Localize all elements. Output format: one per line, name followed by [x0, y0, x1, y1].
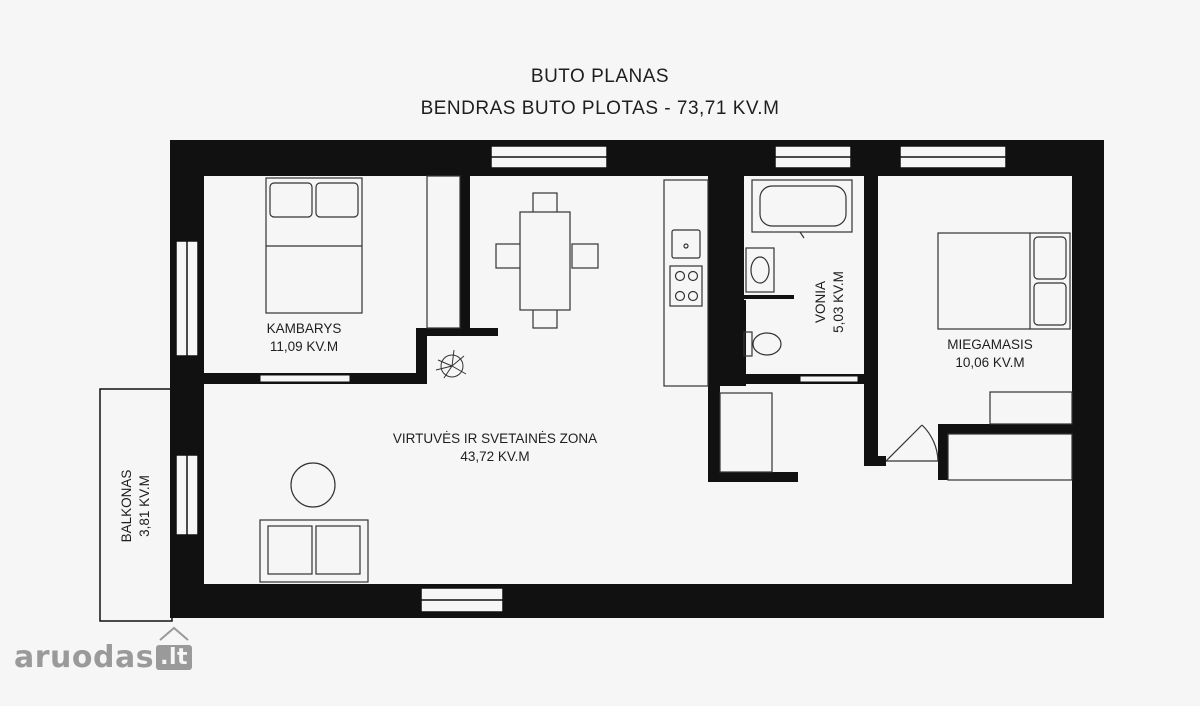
sink [745, 247, 775, 293]
door-swing [885, 424, 939, 462]
room-area-balkonas: 3,81 KV.M [137, 475, 152, 537]
dining-table [495, 192, 599, 329]
watermark-logo: aruodas.lt [14, 640, 193, 675]
bed-kambarys [265, 177, 363, 314]
room-name-virtuve: VIRTUVĖS IR SVETAINĖS ZONA [392, 431, 598, 446]
outer-walls [170, 140, 1104, 618]
room-name-kambarys: KAMBARYS [266, 321, 342, 336]
coffee-table [290, 462, 336, 508]
plan-subtitle: BENDRAS BUTO PLOTAS - 73,71 KV.M [420, 98, 780, 119]
room-area-kambarys: 11,09 KV.M [269, 339, 339, 354]
room-name-miegamasis: MIEGAMASIS [947, 337, 1033, 352]
room-label-vonia: VONIA 5,03 KV.M [812, 252, 848, 352]
room-area-vonia: 5,03 KV.M [831, 271, 846, 333]
house-icon [159, 626, 189, 641]
interior-openings [259, 374, 859, 383]
room-label-kambarys: KAMBARYS 11,09 KV.M [234, 320, 374, 356]
room-area-virtuve: 43,72 KV.M [460, 449, 530, 464]
room-area-miegamasis: 10,06 KV.M [955, 355, 1025, 370]
room-label-balkonas: BALKONAS 3,81 KV.M [118, 456, 154, 556]
kitchen-counter [663, 179, 709, 387]
windows [175, 145, 1007, 613]
toilet [743, 331, 782, 357]
room-label-miegamasis: MIEGAMASIS 10,06 KV.M [920, 336, 1060, 372]
room-name-vonia: VONIA [813, 281, 828, 324]
bathtub [751, 179, 853, 239]
sofa [259, 519, 369, 583]
bed-miegamasis [937, 232, 1071, 330]
plan-title: BUTO PLANAS [530, 66, 670, 87]
plant-icon [435, 349, 467, 379]
room-name-balkonas: BALKONAS [119, 469, 134, 543]
wardrobe [426, 175, 461, 329]
room-label-virtuve: VIRTUVĖS IR SVETAINĖS ZONA 43,72 KV.M [345, 430, 645, 466]
watermark-brand: aruodas [14, 640, 155, 675]
watermark-suffix: .lt [156, 645, 193, 670]
wardrobes [719, 391, 1073, 481]
